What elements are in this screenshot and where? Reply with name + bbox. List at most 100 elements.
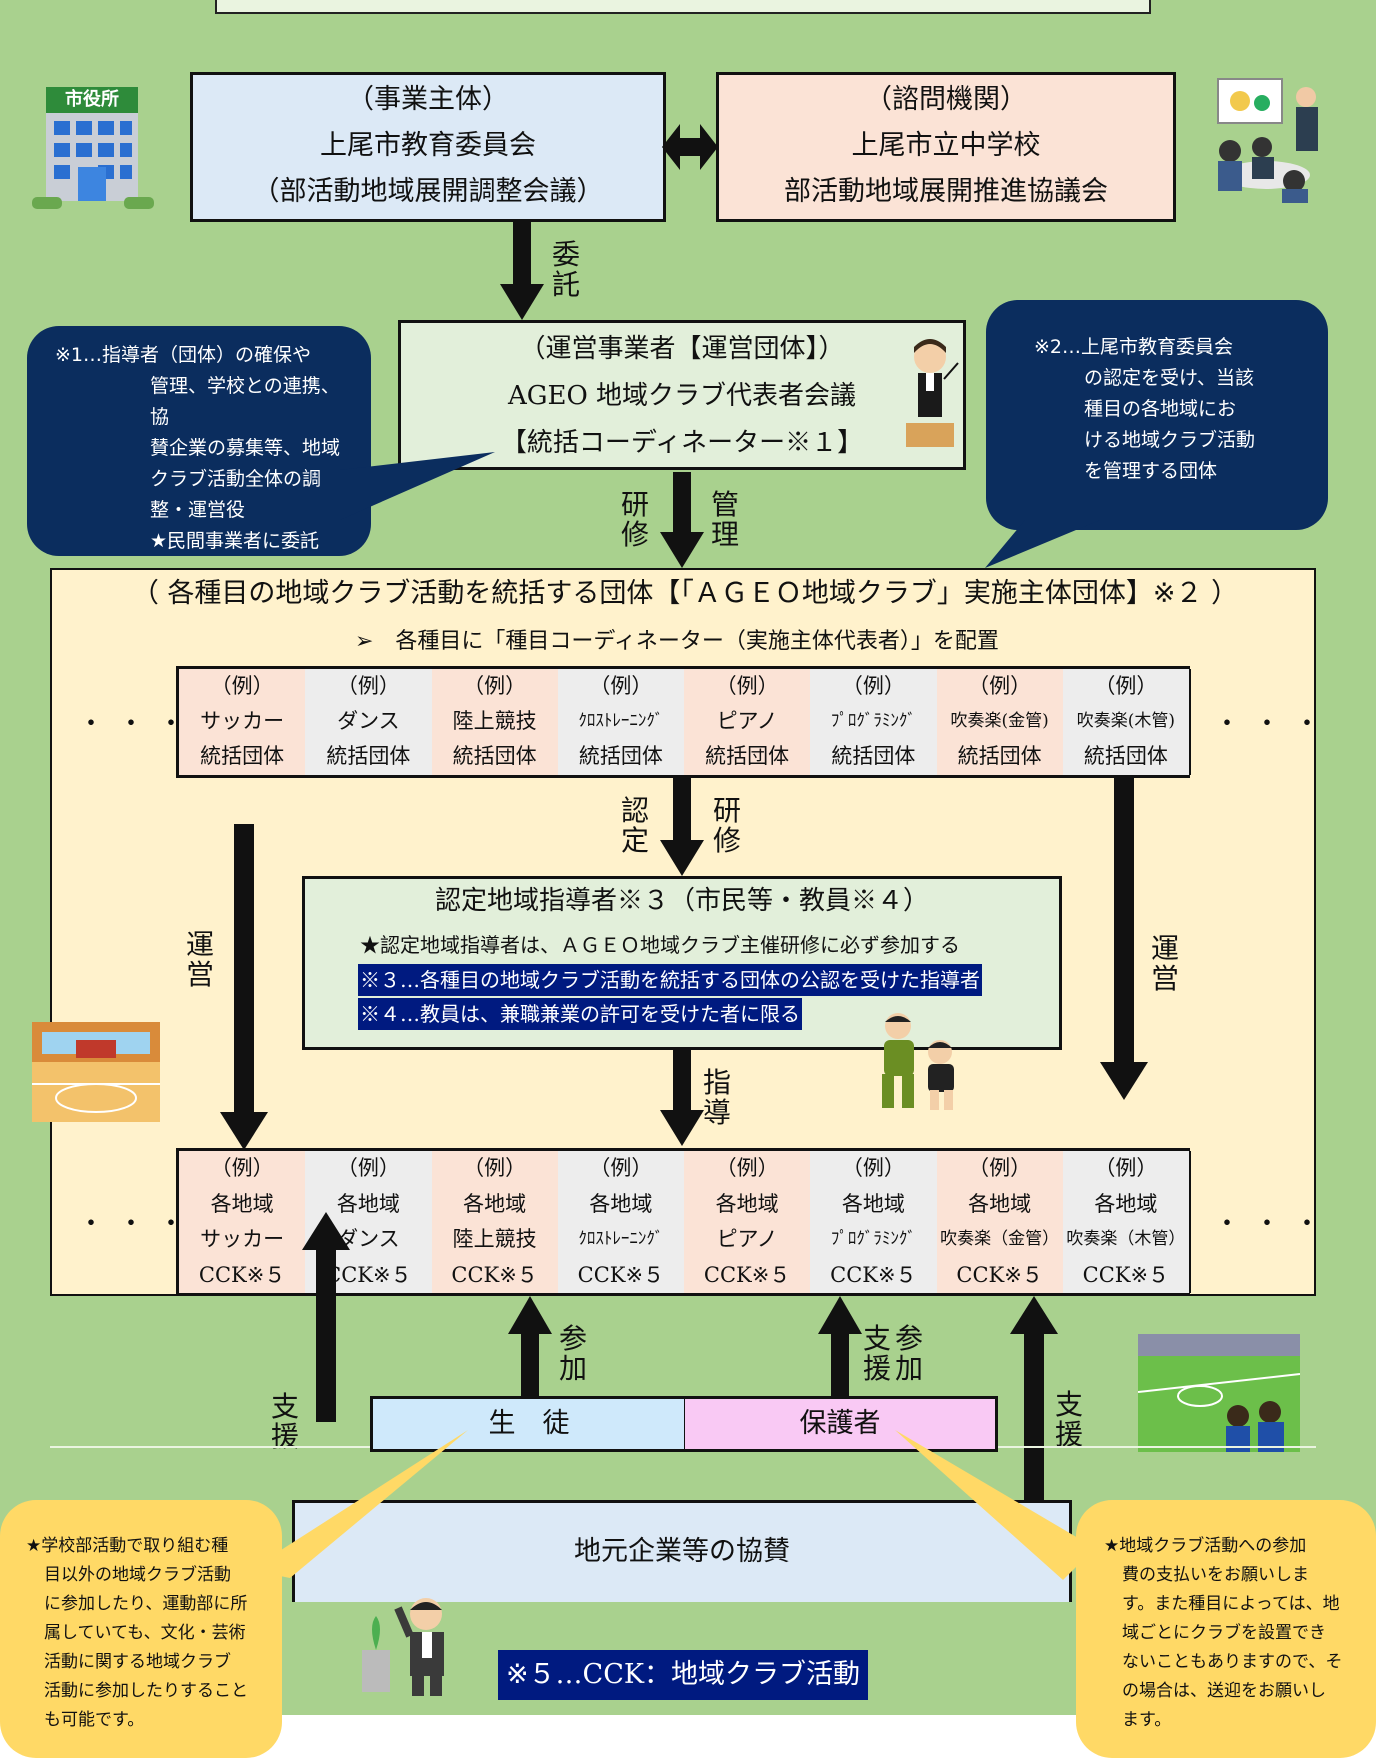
- note-left-pointer: [250, 1430, 480, 1580]
- advisory-sub: 部活動地域展開推進協議会: [784, 176, 1108, 207]
- note-left-line: 活動に関する地域クラブ: [44, 1652, 231, 1672]
- label-shido: 指導: [702, 1066, 731, 1129]
- top-bar: [215, 0, 1151, 14]
- note-right-callout: ★地域クラブ活動への参加 費の支払いをお願いしま す。また種目によっては、地 域…: [1076, 1500, 1376, 1758]
- club-cell-area: 各地域: [336, 1191, 400, 1216]
- students-box: 生 徒: [370, 1396, 686, 1452]
- club-cell-area: 各地域: [589, 1191, 653, 1216]
- org-cell-name: ダンス: [337, 709, 400, 733]
- business-entity-sub: （部活動地域展開調整会議）: [252, 176, 604, 207]
- label-unei-right: 運営: [1150, 932, 1179, 995]
- arrow-parent-up: [818, 1296, 862, 1396]
- club-cell: （例）各地域吹奏楽（金管）CCK※５: [936, 1151, 1065, 1293]
- club-cell-ex: （例）: [715, 1156, 779, 1180]
- arrow-shido: [660, 1050, 704, 1146]
- org-cell-suffix: 統括団体: [705, 744, 790, 768]
- note1-line: 整・運営役: [150, 499, 246, 521]
- soccer-stadium-icon: [1137, 1334, 1301, 1452]
- label-shien-parent: 支援: [862, 1322, 891, 1385]
- club-cell-name: ピアノ: [716, 1227, 778, 1251]
- org-cell-ex: （例）: [715, 674, 779, 698]
- note-right-line: ないこともありますので、そ: [1122, 1652, 1343, 1672]
- label-sanka-parent: 参加: [894, 1322, 923, 1385]
- note-left-line: も可能です。: [44, 1710, 145, 1730]
- club-cell-cck: CCK※５: [703, 1262, 791, 1287]
- note-right-line: ます。: [1122, 1710, 1172, 1730]
- org-cell-name: 吹奏楽(木管): [1076, 711, 1175, 731]
- arrow-training-management: [660, 472, 704, 568]
- note2-line: 種目の各地域にお: [1084, 398, 1237, 420]
- club-cell-ex: （例）: [841, 1156, 905, 1180]
- ellipsis-left-bottom: ・・・: [78, 1209, 199, 1239]
- label-sanka: 参加: [558, 1322, 587, 1385]
- note2-line: ※2…上尾市教育委員会: [1034, 336, 1234, 358]
- note-left-callout: ★学校部活動で取り組む種 目以外の地域クラブ活動 に参加したり、運動部に所 属し…: [0, 1500, 282, 1758]
- arrow-shien-right: [1010, 1296, 1058, 1500]
- cck-note: ※５…CCK：地域クラブ活動: [498, 1650, 868, 1700]
- club-cell-name: ｸﾛｽﾄﾚｰﾆﾝｸﾞ: [578, 1229, 664, 1249]
- arrow-unei-right: [1100, 778, 1148, 1100]
- business-entity-box: （事業主体） 上尾市教育委員会 （部活動地域展開調整会議）: [190, 72, 666, 222]
- org-row: （例）サッカー統括団体（例）ダンス統括団体（例）陸上競技統括団体（例）ｸﾛｽﾄﾚ…: [176, 666, 1191, 778]
- club-cell-area: 各地域: [968, 1191, 1032, 1216]
- club-cell-area: 各地域: [463, 1191, 527, 1216]
- club-cell-name: 吹奏楽（木管）: [1066, 1229, 1186, 1249]
- advisory-name: 上尾市立中学校: [851, 130, 1041, 161]
- note2-pointer: [985, 520, 1105, 570]
- org-cell: （例）サッカー統括団体: [179, 669, 308, 775]
- org-cell-ex: （例）: [463, 674, 527, 698]
- note-right-line: 費の支払いをお願いしま: [1122, 1565, 1309, 1585]
- org-cell-ex: （例）: [1094, 674, 1158, 698]
- gymnasium-icon: [32, 1022, 160, 1122]
- org-cell-ex: （例）: [968, 674, 1032, 698]
- org-cell-ex: （例）: [336, 674, 400, 698]
- org-cell-name: ﾌﾟﾛｸﾞﾗﾐﾝｸﾞ: [830, 711, 916, 731]
- club-cell-cck: CCK※５: [451, 1262, 538, 1287]
- umbrella-title: （ 各種目の地域クラブ活動を統括する団体【「ＡＧＥＯ地域クラブ」実施主体団体】※…: [131, 578, 1239, 609]
- club-cell-name: ﾌﾟﾛｸﾞﾗﾐﾝｸﾞ: [830, 1229, 916, 1249]
- advisory-body-box: （諮問機関） 上尾市立中学校 部活動地域展開推進協議会: [716, 72, 1176, 222]
- club-cell-ex: （例）: [589, 1156, 653, 1180]
- arrow-shien-left: [302, 1212, 350, 1422]
- club-cell-name: 陸上競技: [452, 1227, 537, 1251]
- note2-line: の認定を受け、当該: [1084, 367, 1255, 389]
- org-cell: （例） ダンス統括団体: [305, 669, 434, 775]
- org-cell-name: 陸上競技: [452, 709, 537, 733]
- note-left-line: ★学校部活動で取り組む種: [26, 1536, 229, 1556]
- instructor-title: 認定地域指導者※３（市民等・教員※４）: [434, 886, 929, 916]
- note1-pointer: [340, 430, 500, 530]
- arrow-sanka: [508, 1296, 552, 1396]
- conductor-icon: [900, 335, 960, 450]
- label-unei-left: 運営: [185, 928, 214, 991]
- club-cell-ex: （例）: [336, 1156, 400, 1180]
- club-cell-cck: CCK※５: [956, 1262, 1043, 1287]
- note-right-line: ★地域クラブ活動への参加: [1104, 1536, 1307, 1556]
- advisory-role: （諮問機関）: [865, 84, 1027, 115]
- ellipsis-left-top: ・・・: [78, 709, 199, 739]
- city-hall-icon: 市役所: [32, 85, 154, 210]
- org-cell-name: サッカー: [200, 709, 285, 733]
- club-cell-ex: （例）: [463, 1156, 527, 1180]
- org-cell-suffix: 統括団体: [957, 744, 1042, 768]
- note-left-line: に参加したり、運動部に所: [44, 1594, 248, 1614]
- label-kenshu2: 研修: [712, 794, 741, 857]
- note2-line: ける地域クラブ活動: [1084, 429, 1256, 451]
- org-cell-name: 吹奏楽(金管): [950, 711, 1049, 731]
- note1-line: ※1…指導者（団体）の確保や: [55, 344, 312, 366]
- club-cell-area: 各地域: [841, 1191, 905, 1216]
- org-cell: （例）ｸﾛｽﾄﾚｰﾆﾝｸﾞ統括団体: [557, 669, 686, 775]
- org-cell-name: ｸﾛｽﾄﾚｰﾆﾝｸﾞ: [578, 711, 664, 731]
- note-left-line: 属していても、文化・芸術: [44, 1623, 246, 1643]
- org-cell-suffix: 統括団体: [831, 744, 916, 768]
- note2-line: を管理する団体: [1084, 460, 1218, 482]
- label-kenshu: 研修: [620, 488, 649, 551]
- students-label: 生 徒: [488, 1408, 570, 1439]
- org-cell-suffix: 統括団体: [326, 744, 411, 768]
- sponsor-box: [292, 1500, 1072, 1602]
- double-arrow-icon: [662, 122, 718, 172]
